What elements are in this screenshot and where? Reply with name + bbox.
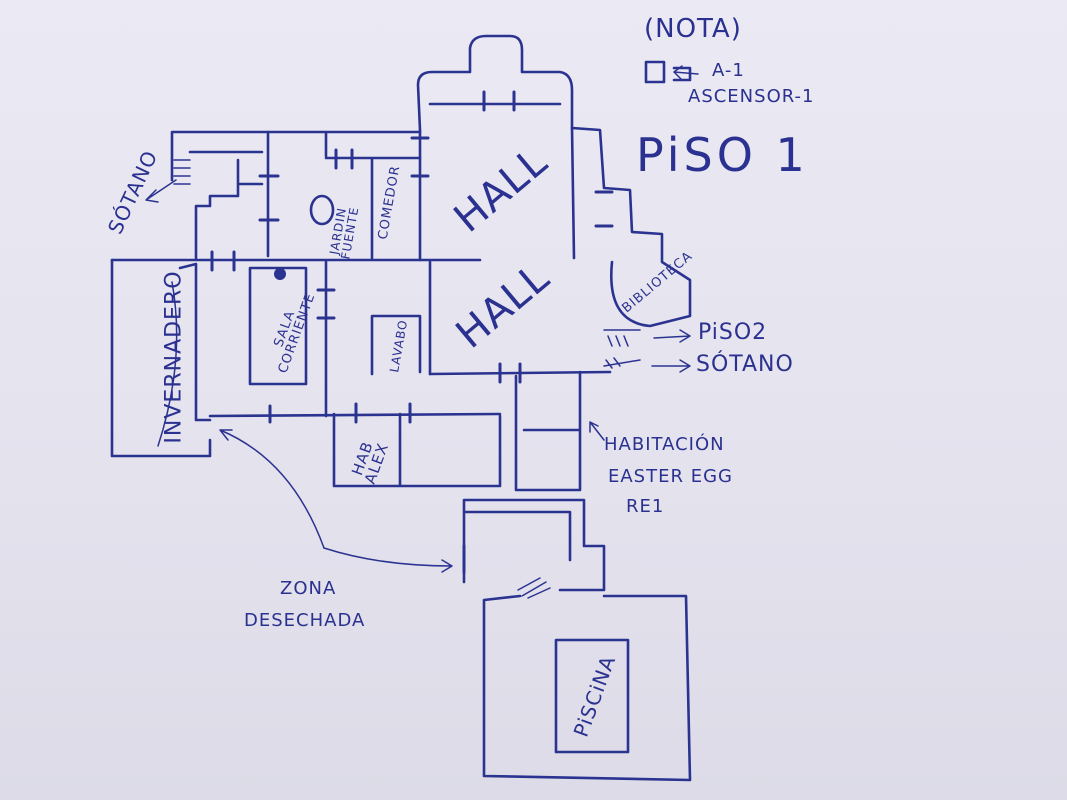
pool-stairs xyxy=(517,577,551,599)
arrow-sotano-left xyxy=(145,179,177,203)
elevator-icon xyxy=(644,60,666,84)
arrows xyxy=(145,65,699,573)
room-label-invernadero: INVERNADERO xyxy=(161,270,187,444)
wall-pool-corridor xyxy=(462,370,606,592)
wall-upper-hall xyxy=(418,126,692,317)
wall-hab-alex xyxy=(332,412,502,488)
note-title: (NOTA) xyxy=(644,14,742,44)
wall-left-upper xyxy=(170,130,270,260)
arrow-easter-egg xyxy=(589,421,605,441)
wall-sala xyxy=(248,266,308,386)
label-piso2: PiSO2 xyxy=(698,320,768,345)
note-line2: ASCENSOR-1 xyxy=(688,86,815,107)
pool-inner xyxy=(554,638,630,754)
invernadero-curve xyxy=(157,281,178,447)
label-easter-egg-line3: RE1 xyxy=(626,496,665,517)
wall-pool-room xyxy=(482,594,692,782)
wall-jardin-top xyxy=(266,130,422,260)
label-easter-egg-line1: HABITACIÓN xyxy=(604,434,725,455)
page-title: PiSO 1 xyxy=(636,128,809,182)
note-line1: A-1 xyxy=(712,60,745,81)
label-easter-egg-line2: EASTER EGG xyxy=(608,466,733,487)
label-zona: ZONA xyxy=(280,578,337,599)
arrow-zona-right xyxy=(323,547,453,573)
fountain-circle xyxy=(309,194,335,226)
door-ticks xyxy=(210,90,614,574)
stairs-sotano xyxy=(603,357,641,369)
wall-invernadero xyxy=(110,258,212,458)
stairs-piso2 xyxy=(603,329,641,347)
stairs-left xyxy=(173,159,191,185)
arrow-sotano-right xyxy=(651,359,691,373)
wall-top-tower xyxy=(416,34,574,132)
sala-dot xyxy=(274,268,286,280)
label-desechada: DESECHADA xyxy=(244,610,366,631)
wall-middle-v xyxy=(324,260,432,418)
arrow-zona-left xyxy=(219,429,325,549)
elevator-key-icon xyxy=(672,66,692,82)
label-sotano-right: SÓTANO xyxy=(696,352,794,377)
wall-biblioteca xyxy=(610,260,692,328)
arrow-piso2 xyxy=(653,329,691,343)
